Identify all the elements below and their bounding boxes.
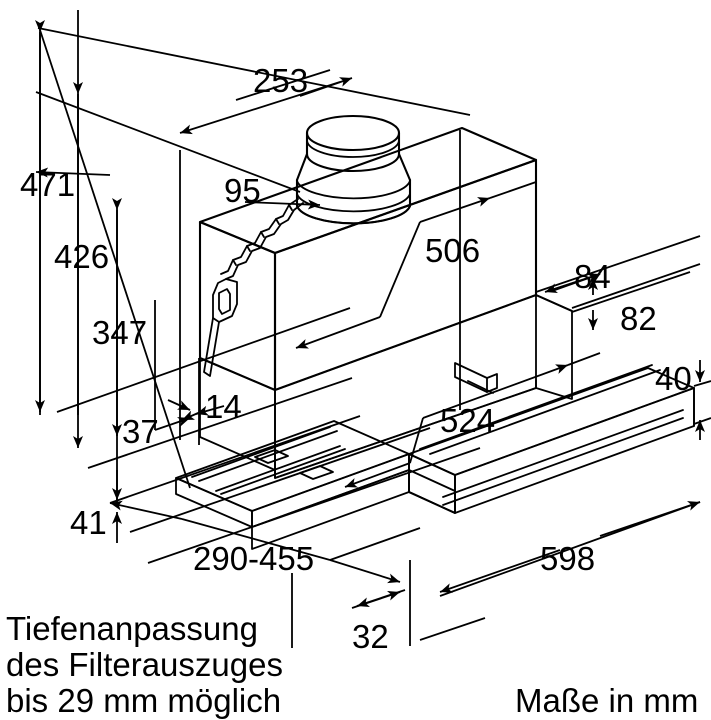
label-598: 598 [540, 540, 595, 577]
rail-groove-4 [220, 448, 346, 495]
label-41: 41 [70, 504, 107, 541]
duct-lower-ring-2 [296, 193, 411, 213]
dimension-lines [35, 20, 705, 609]
label-40: 40 [655, 360, 692, 397]
dimension-labels: 471 426 347 37 14 41 253 95 506 84 82 40… [20, 62, 692, 655]
clip-body-lower-inner [218, 288, 231, 315]
duct-lower-ring-1 [296, 180, 411, 200]
duct-top-ellipse [305, 114, 401, 152]
depth-note-line-2: des Filterauszuges [6, 646, 283, 683]
label-347: 347 [92, 314, 147, 351]
housing-step-top [535, 294, 573, 312]
blende-right [408, 469, 456, 514]
clip-tail [203, 317, 220, 377]
dimline-95b [244, 199, 321, 210]
label-32: 32 [352, 618, 389, 655]
label-95: 95 [224, 172, 261, 209]
label-84: 84 [574, 258, 611, 295]
label-290-455: 290-455 [193, 540, 314, 577]
dimline-598b [599, 501, 701, 537]
cable-clip-detail [203, 198, 304, 377]
label-253: 253 [253, 62, 308, 99]
clip-nibs [232, 204, 293, 266]
dimline-506b [295, 316, 381, 349]
dimline-524b [344, 462, 411, 488]
pullout-frame [175, 362, 695, 550]
rail-groove-2 [198, 430, 338, 482]
dimline-290455a [109, 500, 183, 520]
dimline-84b [551, 273, 601, 292]
label-426: 426 [54, 238, 109, 275]
notes-block: Tiefenanpassung des Filterauszuges bis 2… [6, 610, 698, 719]
duct-base-ring [296, 205, 411, 225]
clip-bracket-upper-b [225, 202, 304, 280]
mount-tab-edge [486, 373, 498, 393]
mount-tab-slot [467, 380, 494, 394]
clip-body-lower [212, 278, 238, 323]
duct-upper-wall [305, 131, 401, 173]
rail-inner-line-3 [442, 409, 684, 498]
rail-inner-line-2 [429, 369, 661, 455]
clip-bracket-upper [220, 198, 299, 275]
dimline-14 [195, 405, 225, 416]
dimline-32b [356, 589, 406, 607]
housing-front-face [273, 158, 538, 392]
hood-object-geometry [175, 114, 695, 550]
rail-inner-line-4 [442, 417, 684, 506]
dimline-598a [439, 549, 561, 593]
depth-note-line-3: bis 29 mm möglich [6, 682, 281, 719]
rail-notch-a [254, 449, 289, 464]
dimline-506a [419, 197, 491, 223]
label-14: 14 [205, 388, 242, 425]
dimline-37 [154, 417, 191, 431]
duct-upper-inner-ring [306, 139, 400, 158]
label-524: 524 [440, 402, 495, 439]
housing-inner-step [535, 294, 573, 400]
label-506: 506 [425, 232, 480, 269]
dimline-524a [422, 364, 569, 419]
dimline-290455b [329, 559, 401, 584]
label-82: 82 [620, 300, 657, 337]
label-471: 471 [20, 166, 75, 203]
rail-inner-line-1 [419, 364, 653, 450]
dimline-253b [299, 77, 353, 97]
duct-taper [295, 152, 412, 182]
dimline-95a [35, 167, 111, 178]
units-note: Maße in mm [515, 682, 698, 719]
label-37: 37 [122, 413, 159, 450]
dimline-14b [167, 399, 191, 411]
exhaust-duct-collar [295, 114, 412, 225]
frame-right-front [408, 453, 456, 514]
rail-groove-3 [215, 445, 341, 492]
depth-note-line-1: Tiefenanpassung [6, 610, 258, 647]
